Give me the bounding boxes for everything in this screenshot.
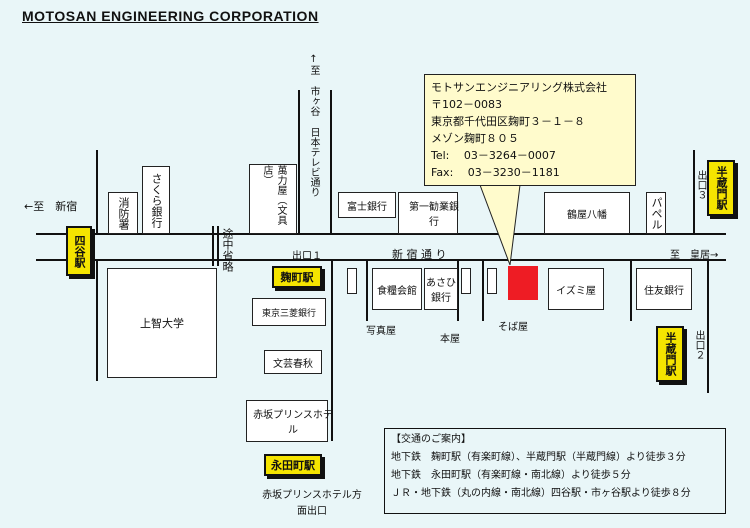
road-name-shinjuku-dori: 新 宿 通 り [392,248,447,261]
label-sobaya: そば屋 [498,322,528,333]
page-title: MOTOSAN ENGINEERING CORPORATION [22,8,319,24]
road-gap-1 [212,226,214,266]
building-shokuryo: 食糧会館 [372,268,422,310]
access-info: 【交通のご案内】 地下鉄 麹町駅（有楽町線）、半蔵門駅（半蔵門線）より徒歩３分 … [384,428,726,514]
access-line3: ＪＲ・地下鉄（丸の内線・南北線）四谷駅・市ヶ谷駅より徒歩８分 [391,488,691,499]
station-hanzomon-north: 半蔵門駅 [707,160,735,216]
direction-shinjuku: ←至 新宿 [24,200,78,213]
company-fax: Fax: 03－3230－1181 [431,166,560,179]
building-izumiya: イズミ屋 [548,268,604,310]
building-bunguten: 萬力屋（文具店） [249,164,297,234]
company-address1: 東京都千代田区麹町３－１－８ [431,115,585,128]
building-bungei: 文芸春秋 [264,350,322,374]
shop-honya-box [461,268,471,294]
road-right-v1 [693,150,695,233]
road-lower-left [331,261,333,441]
road-left-v [96,150,98,233]
destination-marker [508,266,538,300]
company-postal: 〒102－0083 [431,98,502,111]
building-jochi: 上智大学 [107,268,217,378]
building-tokyo-mitsubishi: 東京三菱銀行 [252,298,326,326]
direction-kokyo: 至 皇居→ [670,250,719,261]
road-side-4 [630,261,632,321]
label-honya: 本屋 [440,334,460,345]
building-tsuruya: 鶴屋八幡 [544,192,630,234]
road-left-v2 [96,261,98,381]
company-callout: モトサンエンジニアリング株式会社 〒102－0083 東京都千代田区麹町３－１－… [424,74,636,186]
road-shinjuku-top [36,233,726,235]
access-heading: 【交通のご案内】 [391,434,471,445]
building-akasaka: 赤坂プリンスホテル [246,400,333,442]
label-akasaka-exit: 赤坂プリンスホテル方面出口 [262,490,362,517]
building-paper: パペル [646,192,666,234]
station-nagatacho: 永田町駅 [264,454,322,476]
road-gap-2 [217,226,219,266]
road-ntv-left [298,90,300,233]
building-sakura-bank: さくら銀行 [142,166,170,234]
road-tochu-label: 途中省略 [221,228,234,272]
road-side-2 [457,261,459,321]
road-side-3 [482,261,484,321]
building-asahi: あさひ銀行 [424,268,458,310]
station-yotsuya: 四谷駅 [66,226,92,276]
label-shashinya: 写真屋 [366,326,396,337]
road-shinjuku-bottom [36,259,726,261]
building-daiichi-bank: 第一勧業銀行 [398,192,459,234]
shop-sobaya-box [487,268,497,294]
callout-pointer [480,185,521,266]
company-name: モトサンエンジニアリング株式会社 [431,81,607,94]
access-line2: 地下鉄 永田町駅（有楽町線・南北線）より徒歩５分 [391,470,631,481]
road-side-1 [366,261,368,321]
exit-2: 出口２ [693,330,704,360]
direction-ichigaya: ↑至 市ヶ谷 日本テレビ通り [308,54,319,197]
access-line1: 地下鉄 麹町駅（有楽町線）、半蔵門駅（半蔵門線）より徒歩３分 [391,452,686,463]
company-address2: メゾン麹町８０５ [431,132,519,145]
building-sumitomo: 住友銀行 [636,268,692,310]
station-kojimachi: 麹町駅 [272,266,322,288]
building-fuji-bank: 富士銀行 [338,192,396,218]
company-tel: Tel: 03－3264－0007 [431,149,556,162]
road-right-v2 [707,261,709,393]
building-shoboshou: 消防署 [108,192,138,234]
shop-shashinya-box [347,268,357,294]
road-ntv-right [330,90,332,233]
exit-1: 出口１ [292,251,322,262]
station-hanzomon-south: 半蔵門駅 [656,326,684,382]
exit-3: 出口３ [695,170,706,200]
